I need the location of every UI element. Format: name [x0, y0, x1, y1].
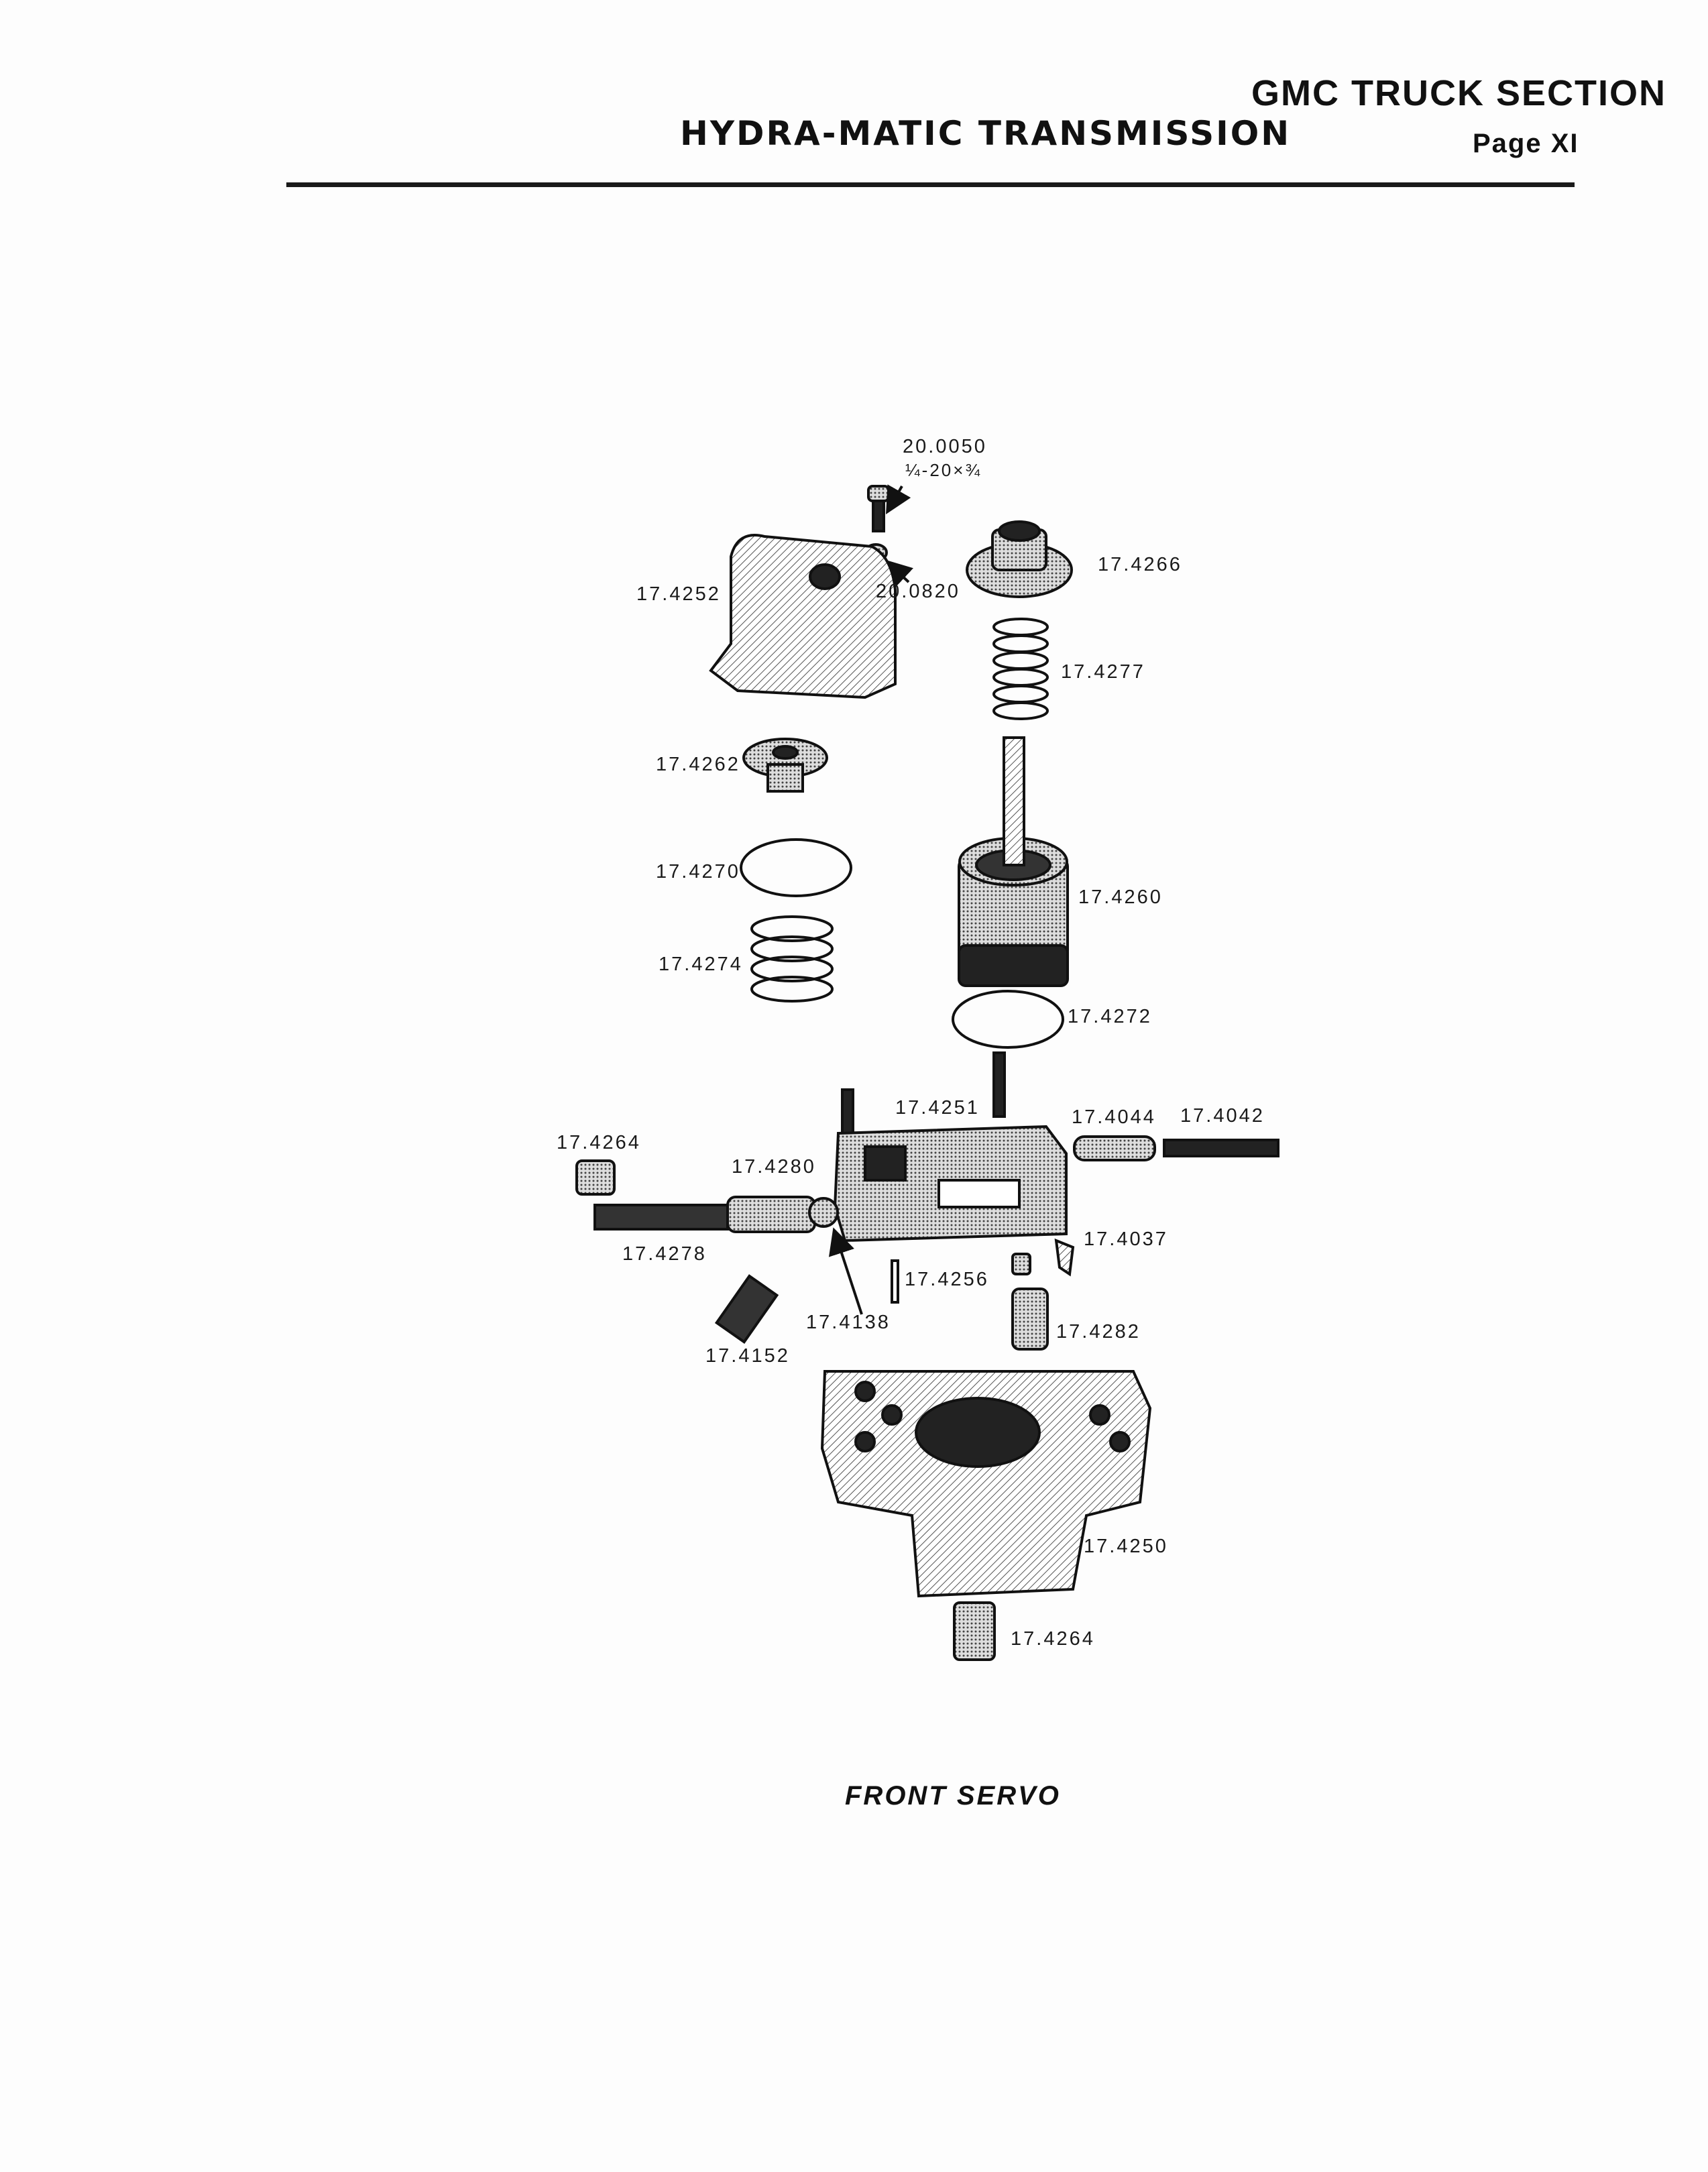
outer-spring-part — [992, 618, 1049, 720]
part-label: 17.4044 — [1072, 1106, 1156, 1128]
bottom-plug-part — [953, 1601, 996, 1661]
part-label: 17.4264 — [557, 1132, 641, 1153]
part-label: 20.0050 — [903, 436, 987, 457]
section-heading: GMC TRUCK SECTION — [1251, 73, 1666, 113]
valve-part — [726, 1196, 816, 1233]
part-label: 17.4251 — [895, 1097, 980, 1119]
left-plug-part — [575, 1159, 616, 1196]
part-label: 20.0820 — [876, 581, 960, 602]
figure-caption: FRONT SERVO — [845, 1781, 1061, 1811]
sleeve-part — [1073, 1135, 1156, 1161]
sleeve-spring-part — [1163, 1139, 1279, 1157]
page-title: HYDRA-MATIC TRANSMISSION — [680, 114, 1292, 153]
part-label: 17.4250 — [1084, 1536, 1168, 1557]
cover-part — [709, 534, 897, 699]
part-label: 17.4042 — [1180, 1105, 1265, 1127]
part-label: 17.4138 — [806, 1312, 891, 1333]
part-label: 17.4280 — [732, 1156, 816, 1178]
part-label: 17.4278 — [622, 1243, 707, 1265]
part-label: 17.4152 — [705, 1345, 790, 1367]
part-label: 17.4272 — [1068, 1006, 1152, 1027]
part-label: 17.4252 — [636, 583, 721, 605]
part-label: 17.4256 — [905, 1269, 989, 1290]
inner-spring-part — [750, 915, 834, 1003]
page-number: Page XI — [1473, 129, 1579, 158]
ball-spring-part — [714, 1274, 779, 1344]
ball-part — [808, 1197, 839, 1228]
part-label: 17.4037 — [1084, 1228, 1168, 1250]
clip-part — [1054, 1238, 1075, 1277]
pin-part — [891, 1259, 899, 1304]
part-label: ¼-20×¾ — [905, 460, 982, 480]
part-label: 17.4260 — [1078, 887, 1163, 908]
part-label: 17.4282 — [1056, 1321, 1141, 1342]
large-piston-part — [958, 736, 1069, 987]
part-label: 17.4270 — [656, 861, 740, 882]
screw-part — [841, 1088, 854, 1138]
valve-spring-part — [593, 1204, 729, 1231]
small-ring-part — [740, 838, 852, 897]
header-rule — [286, 182, 1575, 187]
part-label: 17.4277 — [1061, 661, 1145, 683]
small-cup-part — [1011, 1253, 1031, 1275]
check-valve-part — [1011, 1288, 1049, 1351]
part-label: 17.4264 — [1011, 1628, 1095, 1650]
screw-part — [992, 1051, 1006, 1118]
part-label: 17.4262 — [656, 754, 740, 775]
part-label: 17.4266 — [1098, 554, 1182, 575]
bolt-part — [867, 485, 890, 532]
servo-body-part — [820, 1370, 1152, 1598]
part-label: 17.4274 — [659, 954, 743, 975]
large-ring-part — [952, 990, 1064, 1049]
